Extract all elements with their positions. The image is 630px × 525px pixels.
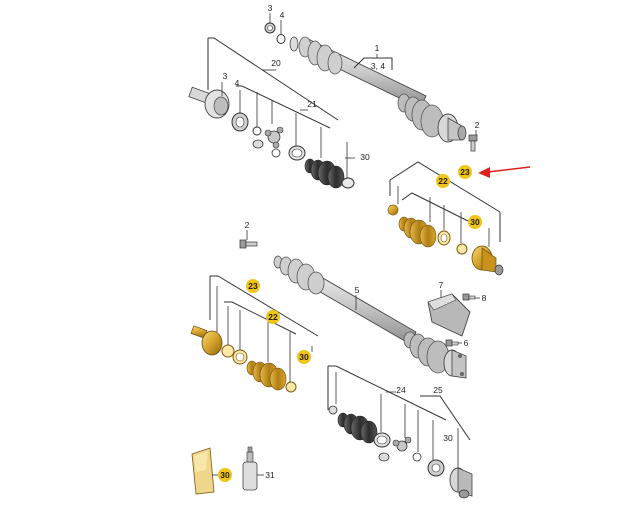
callout-30-bottom	[297, 350, 311, 364]
label-30-b: 30	[443, 433, 453, 443]
label-1: 1	[375, 43, 380, 53]
label-21: 21	[307, 99, 317, 109]
tripod-spider-top	[264, 126, 284, 149]
boot-black-top	[304, 158, 345, 189]
label-30-top: 30	[470, 217, 480, 227]
grease-sachet	[191, 447, 215, 495]
label-2-bottom: 2	[245, 220, 250, 230]
label-3-left: 3	[223, 71, 228, 81]
inner-joint-housing	[188, 86, 230, 119]
callout-22-bottom	[266, 310, 280, 324]
label-30-sachet: 30	[220, 470, 230, 480]
boot-gold-top	[398, 216, 437, 248]
boot-black-bottom	[337, 412, 378, 444]
grease-tube	[242, 446, 258, 491]
label-4-top: 4	[280, 10, 285, 20]
label-22-bottom: 22	[268, 312, 278, 322]
label-30-a: 30	[360, 152, 370, 162]
callout-22-top	[436, 174, 450, 188]
label-30-bottom: 30	[299, 352, 309, 362]
label-24: 24	[396, 385, 406, 395]
label-3-top: 3	[268, 3, 273, 13]
boot-gold-bottom	[246, 360, 287, 391]
label-7: 7	[439, 280, 444, 290]
tripod-spider-bottom	[392, 436, 412, 452]
bolt-part-2-bottom	[239, 239, 258, 249]
label-5: 5	[355, 285, 360, 295]
label-20: 20	[271, 58, 281, 68]
label-2-top: 2	[475, 120, 480, 130]
label-22-top: 22	[438, 176, 448, 186]
ring-part-3-top	[264, 22, 276, 34]
heat-shield-part-7	[427, 293, 471, 337]
top-drive-shaft	[289, 36, 467, 143]
label-8: 8	[482, 293, 487, 303]
label-1-sub: 3, 4	[371, 61, 385, 71]
label-25: 25	[433, 385, 443, 395]
label-23-top: 23	[460, 167, 470, 177]
inner-joint-gold-bottom	[190, 325, 223, 356]
red-arrow-indicator	[478, 166, 531, 178]
label-6: 6	[464, 338, 469, 348]
callout-23-top	[458, 165, 472, 179]
ring-part-4-top	[276, 34, 286, 44]
label-23-bottom: 23	[248, 281, 258, 291]
callout-23-bottom	[246, 279, 260, 293]
callout-30-sachet	[218, 468, 232, 482]
label-31: 31	[265, 470, 275, 480]
outer-joint-gold-top	[471, 245, 504, 276]
screw-part-8	[462, 293, 476, 301]
outer-joint-housing-bottom	[449, 467, 473, 499]
callout-30-top	[468, 215, 482, 229]
bolt-part-2-top	[468, 134, 478, 152]
screw-part-6	[445, 339, 459, 347]
label-4-left: 4	[235, 78, 240, 88]
